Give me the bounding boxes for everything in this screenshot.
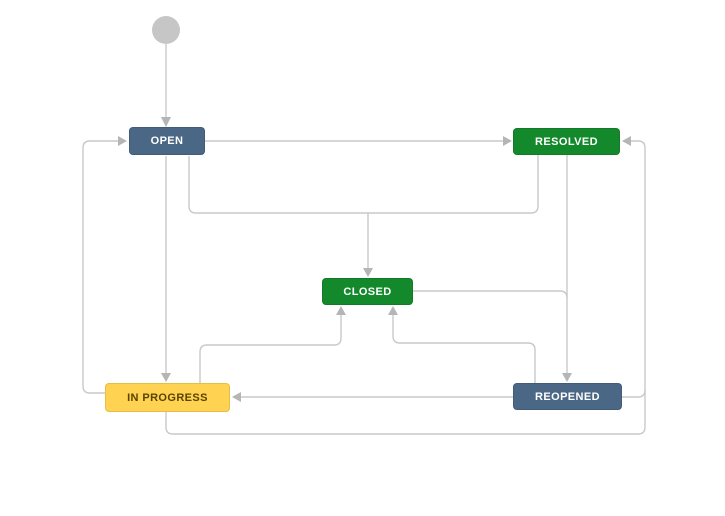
node-resolved[interactable]: RESOLVED xyxy=(513,128,620,155)
edge-resolved-and-closed-to-reopened xyxy=(413,155,572,382)
node-in-progress[interactable]: IN PROGRESS xyxy=(105,383,230,412)
node-closed-label: CLOSED xyxy=(343,285,392,298)
edge-in-progress-and-reopened-to-resolved xyxy=(165,136,646,435)
node-open[interactable]: OPEN xyxy=(129,127,205,155)
edge-open-to-in-progress xyxy=(161,156,171,382)
node-in-progress-label: IN PROGRESS xyxy=(127,391,208,404)
edge-start-to-open xyxy=(161,44,171,127)
edge-reopened-to-closed xyxy=(388,306,536,383)
node-reopened-label: REOPENED xyxy=(535,390,600,403)
edge-open-to-resolved xyxy=(205,136,512,146)
edge-in-progress-to-open xyxy=(82,136,127,394)
node-resolved-label: RESOLVED xyxy=(535,135,598,148)
node-open-label: OPEN xyxy=(150,135,184,147)
node-closed[interactable]: CLOSED xyxy=(322,278,413,305)
node-reopened[interactable]: REOPENED xyxy=(513,383,622,410)
edge-reopened-to-in-progress xyxy=(232,392,513,402)
edge-in-progress-to-closed xyxy=(199,306,346,383)
edge-open-and-resolved-to-closed xyxy=(188,155,539,277)
start-node[interactable] xyxy=(152,16,180,44)
